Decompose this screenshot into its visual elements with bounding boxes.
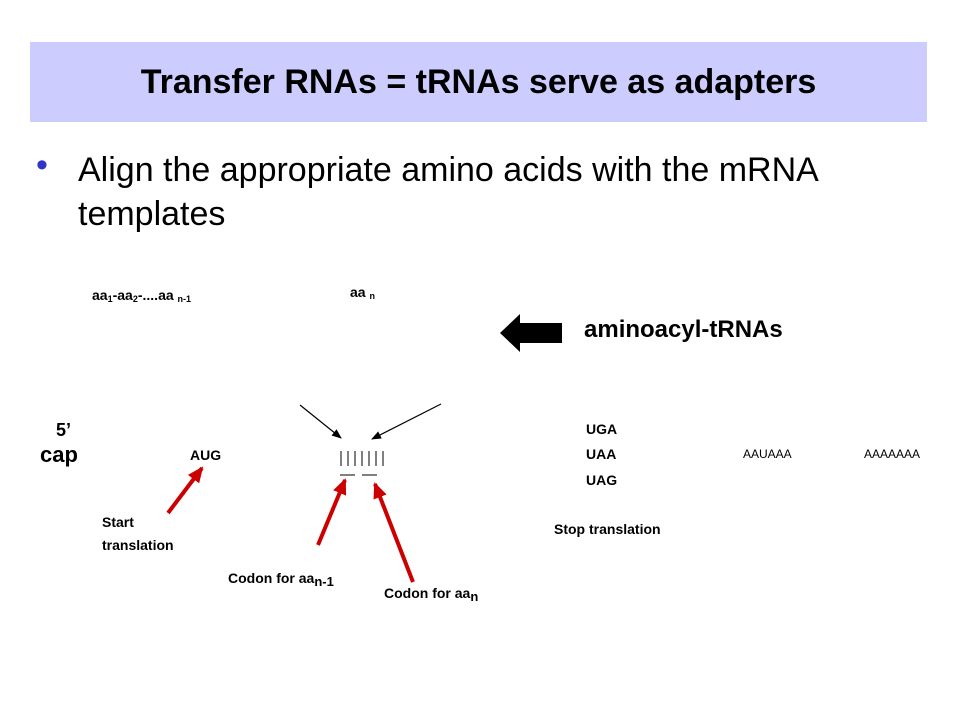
aminoacyl-trnas-label: aminoacyl-tRNAs (584, 316, 783, 343)
codon-n-annotation: Codon for aan (384, 585, 478, 604)
red-arrow-start (166, 466, 204, 515)
start-annotation-line2: translation (102, 537, 174, 553)
stop-annotation: Stop translation (554, 521, 661, 537)
peptide-n1-sub: n-1 (177, 294, 192, 304)
bullet-marker: • (36, 146, 48, 184)
peptide-aa1: aa (92, 287, 108, 303)
codon-n1-annotation: Codon for aan-1 (228, 570, 334, 589)
aa-n-sub: n (369, 291, 375, 301)
peptide-tail: -....aa (137, 287, 174, 303)
codon-n1-text: Codon for aa (228, 570, 315, 586)
codon-n-text: Codon for aa (384, 585, 471, 601)
aa-n-label: aa n (350, 284, 375, 301)
stop-codon-uga: UGA (586, 421, 618, 437)
peptide-aa1-sub: 1 (107, 294, 113, 304)
codon-tick-marks (340, 451, 384, 476)
trna-arrow-left (299, 404, 342, 439)
title-bar: Transfer RNAs = tRNAs serve as adapters (30, 42, 927, 122)
polya-tail: AAAAAAA (864, 447, 921, 461)
peptide-chain-label: aa1-aa2-....aa n-1 (92, 287, 191, 304)
aa-n-text: aa (350, 284, 366, 300)
left-arrow-icon (500, 314, 562, 352)
codon-n1-sub: n-1 (314, 574, 334, 589)
five-prime-label: 5’ (56, 420, 72, 440)
start-annotation-line1: Start (102, 514, 134, 530)
bullet-text: Align the appropriate amino acids with t… (78, 151, 817, 233)
cap-label: cap (40, 442, 78, 467)
stop-codon-uaa: UAA (586, 446, 617, 462)
peptide-aa2: -aa (112, 287, 133, 303)
slide-title: Transfer RNAs = tRNAs serve as adapters (140, 62, 817, 101)
red-arrow-codon-n1 (316, 478, 347, 546)
stop-codon-uag: UAG (586, 472, 618, 488)
red-arrow-codon-n (373, 482, 415, 583)
codon-n-sub: n (470, 589, 479, 604)
peptide-aa2-sub: 2 (132, 294, 138, 304)
polya-signal: AAUAAA (743, 447, 792, 461)
trna-arrow-right (371, 403, 442, 440)
start-codon: AUG (190, 447, 222, 463)
